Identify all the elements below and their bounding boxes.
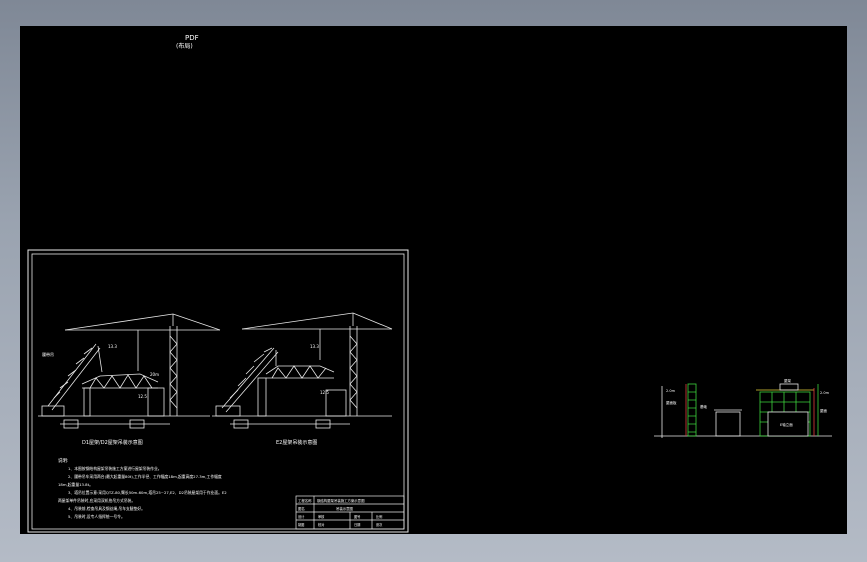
diagram-caption-left: D1屋架/D2屋架吊装示意图 bbox=[82, 439, 143, 446]
title-block-cell-r4c3: 日期 bbox=[354, 522, 360, 527]
detail-label-right-2: 2.0m bbox=[820, 391, 830, 395]
diagram-caption-right: E2屋架吊装示意图 bbox=[276, 439, 317, 446]
detail-elevation[interactable] bbox=[654, 383, 832, 438]
crane-diagram-left[interactable] bbox=[38, 313, 221, 429]
dim-box-right-1 bbox=[233, 419, 249, 429]
crane-diagram-right[interactable] bbox=[212, 312, 393, 429]
jib-tie-right-b bbox=[352, 312, 393, 330]
title-block-cell-r3c1: 设计 bbox=[298, 514, 305, 519]
note-line-1: 1、本图按钢结构屋架吊装施工方案进行屋架吊装作业。 bbox=[68, 466, 162, 471]
crawler-base-right bbox=[215, 405, 241, 417]
truss-web-left bbox=[89, 374, 153, 389]
note-line-6: 4、吊装前,检查吊具及钢丝绳,吊车支腿垫好。 bbox=[68, 506, 145, 511]
column-left-1 bbox=[83, 387, 91, 417]
dim-label-left-2: 20m bbox=[150, 372, 159, 377]
cad-drawing-canvas[interactable]: PDF (布局) bbox=[20, 26, 847, 534]
sheet-outer-border bbox=[27, 249, 409, 533]
title-block[interactable] bbox=[295, 495, 405, 530]
dim-label-right-1: 13.3 bbox=[310, 344, 319, 349]
layout-marker-line1: PDF bbox=[185, 34, 199, 42]
sheet-inner-border bbox=[31, 253, 405, 530]
note-line-5: 两屋架单件吊装时,应采用双机抬吊方式吊装。 bbox=[58, 498, 135, 503]
tower-lattice-right bbox=[349, 335, 358, 409]
top-truss-box bbox=[779, 383, 799, 391]
boom-label-left: 履带吊 bbox=[42, 351, 54, 357]
jib-tie-right-a bbox=[241, 312, 354, 330]
detail-label-left-3: 基础 bbox=[700, 404, 708, 409]
dim-box-left-2 bbox=[129, 419, 145, 429]
detail-label-right-1: 屋架 bbox=[784, 378, 792, 383]
scaffold-left-rungs bbox=[688, 391, 696, 433]
crawler-boom-right bbox=[221, 347, 279, 413]
roof-truss-top-left bbox=[81, 373, 159, 385]
boom-lattice-right bbox=[229, 347, 273, 399]
note-line-7: 5、吊装时,设专人指挥统一号令。 bbox=[68, 514, 125, 519]
scaffold-left bbox=[687, 383, 697, 437]
roof-truss-top-right bbox=[265, 365, 335, 375]
tower-lattice-left bbox=[169, 335, 178, 409]
notes-block: 说明: 1、本图按钢结构屋架吊装施工方案进行屋架吊装作业。 2、履带吊车采用两台… bbox=[58, 457, 227, 519]
column-left-2 bbox=[147, 387, 165, 417]
model-space-viewport[interactable]: PDF (布局) bbox=[20, 26, 847, 534]
detail-box-label: E轴立面 bbox=[780, 422, 793, 427]
layout-marker: PDF (布局) bbox=[176, 34, 199, 50]
column-right-1 bbox=[257, 377, 267, 417]
title-block-cell-r4c4: 张次 bbox=[376, 522, 383, 527]
title-block-cell-r3c2: 审核 bbox=[318, 514, 325, 519]
note-line-4: 3、塔吊位置示意:采用QTZ-80,臂长50m-60m,塔吊25~27,E2、D… bbox=[68, 490, 227, 495]
low-building-block bbox=[715, 411, 741, 437]
column-right-2 bbox=[325, 389, 347, 417]
crawler-hoist-line-left bbox=[97, 345, 103, 373]
truss-web-right bbox=[271, 365, 327, 379]
title-block-project-name: 钢结构屋架吊装施工方案示意图 bbox=[317, 498, 365, 503]
title-block-cell-r4c2: 校对 bbox=[318, 522, 325, 527]
crawler-base-left bbox=[41, 405, 65, 417]
title-block-cell-r3c4: 比例 bbox=[376, 514, 382, 519]
dim-box-left-1 bbox=[63, 419, 79, 429]
drawing-sheet[interactable]: 履带吊 13.3 20m 12.5 D1屋架/D2屋架吊装示意图 bbox=[27, 249, 409, 533]
title-block-cell-r3c3: 图号 bbox=[354, 514, 360, 519]
jib-tie-left-a bbox=[64, 313, 174, 331]
boom-lattice-left bbox=[53, 347, 93, 399]
detail-label-left-1: 2.0m bbox=[666, 389, 676, 393]
detail-label-right-3: 屋面 bbox=[820, 408, 828, 413]
note-line-2: 2、履带吊车采用两台(最大起重量80t),工作半径、工作幅度18m,起重高度27… bbox=[68, 474, 222, 479]
note-line-3: 18m,起重量13.8t。 bbox=[58, 482, 93, 487]
detail-label-left-2: 屋面板 bbox=[666, 400, 677, 405]
title-block-project-label: 工程名称 bbox=[298, 498, 312, 503]
tag-label-left: 12.5 bbox=[138, 394, 147, 399]
dim-box-right-2 bbox=[315, 419, 331, 429]
layout-marker-line2: (布局) bbox=[176, 42, 193, 50]
title-block-drawing-name: 吊装示意图 bbox=[336, 506, 354, 511]
crawler-boom-left bbox=[47, 343, 101, 411]
title-block-drawing-label: 图名 bbox=[298, 506, 305, 511]
tag-label-right: 12.5 bbox=[320, 390, 329, 395]
dim-label-left-1: 13.3 bbox=[108, 344, 117, 349]
right-box bbox=[767, 411, 809, 437]
title-block-cell-r4c1: 制图 bbox=[298, 522, 304, 527]
jib-tie-left-b bbox=[172, 313, 221, 331]
notes-heading: 说明: bbox=[58, 457, 69, 464]
